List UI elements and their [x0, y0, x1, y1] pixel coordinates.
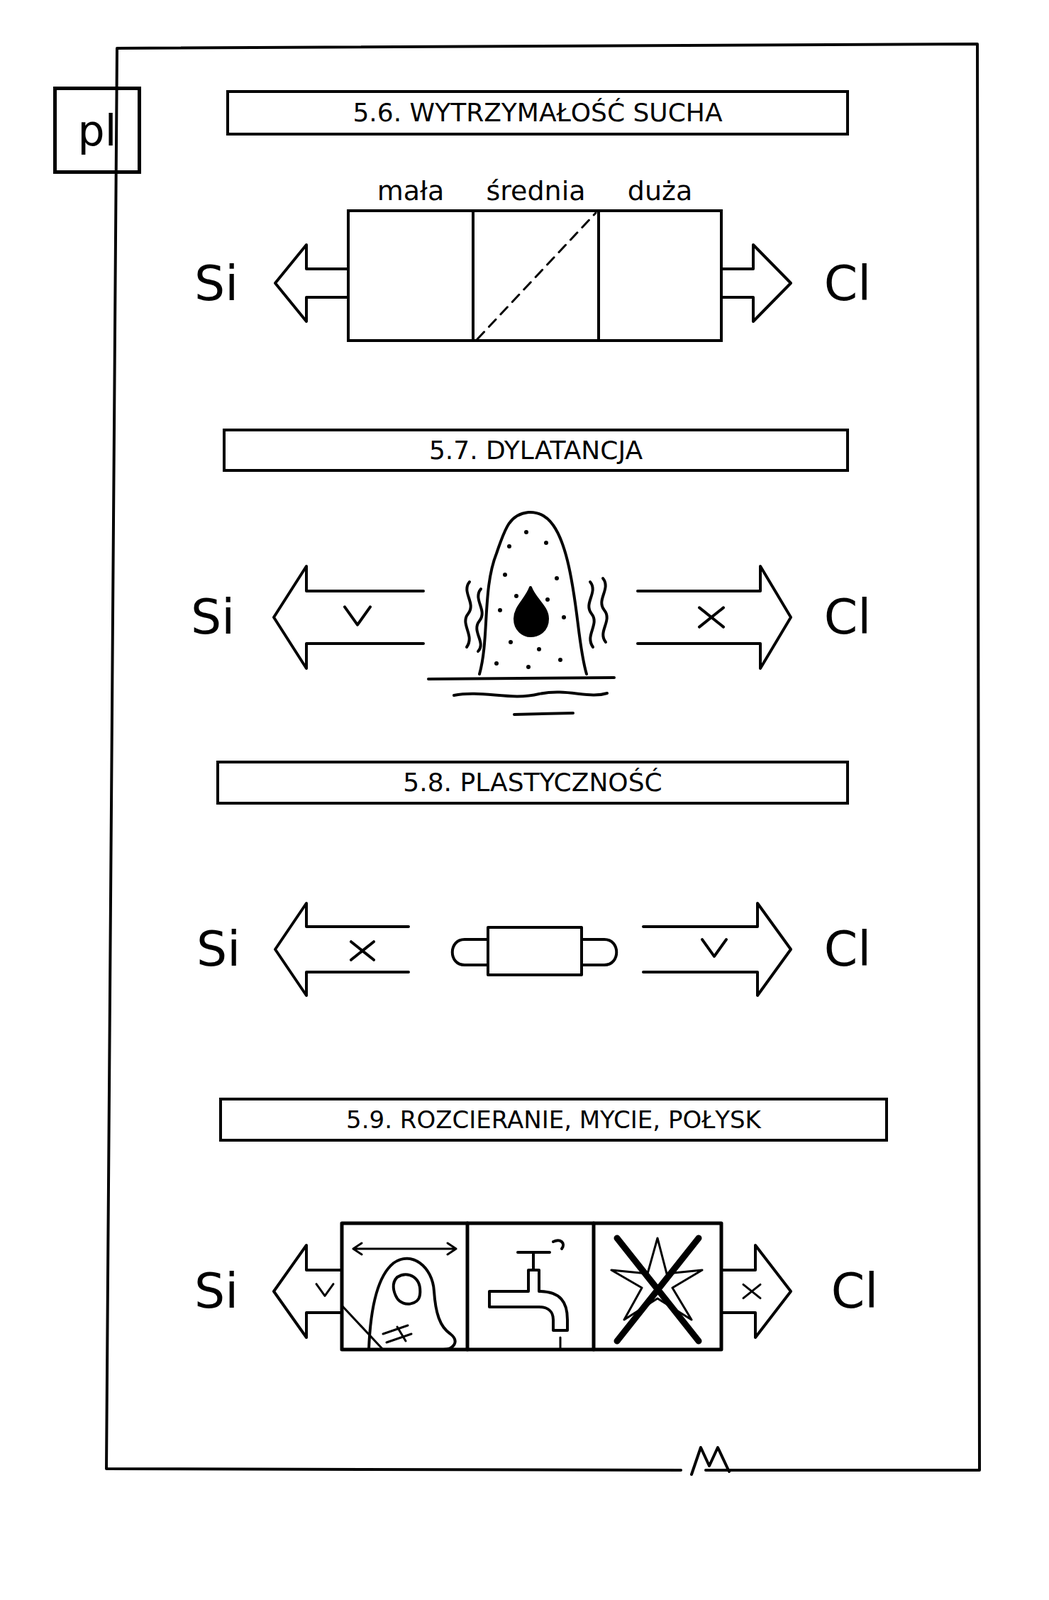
header-text: 5.9. ROZCIERANIE, MYCIE, POŁYSK	[346, 1107, 762, 1132]
scale-heading: średnia	[485, 177, 586, 205]
shake-line	[465, 581, 471, 647]
language-box: pl	[53, 86, 142, 174]
tap-handle	[517, 1251, 550, 1270]
soil-type-label: Si	[194, 1266, 239, 1315]
header-text: 5.8. PLASTYCZNOŚĆ	[402, 769, 662, 796]
soil-grain	[508, 639, 513, 645]
icon-frame	[341, 1222, 722, 1350]
fingernail	[393, 1273, 421, 1304]
soil-type-label: Cl	[824, 259, 871, 308]
soil-grain	[554, 575, 559, 581]
check-mark	[316, 1283, 334, 1296]
strike-cross	[617, 1237, 699, 1341]
shake-line	[476, 588, 482, 652]
soil-sample	[479, 512, 587, 674]
soil-type-label: Cl	[824, 592, 871, 642]
left-arrow	[275, 244, 347, 322]
soil-type-label: Si	[194, 259, 239, 308]
shake-line	[601, 578, 607, 642]
shake-line	[588, 581, 594, 647]
soil-grain	[502, 572, 508, 577]
sheet-border	[106, 43, 980, 1470]
section-header: 5.6. WYTRZYMAŁOŚĆ SUCHA	[226, 90, 849, 136]
soil-type-label: Cl	[831, 1266, 879, 1315]
scale-box: średnia	[471, 209, 601, 342]
soil-grain	[514, 593, 519, 598]
scale-heading: mała	[377, 177, 444, 205]
water-stream	[559, 1336, 562, 1348]
ground-line	[514, 712, 574, 715]
section-header: 5.7. DYLATANCJA	[222, 428, 849, 472]
header-text: 5.7. DYLATANCJA	[429, 437, 643, 464]
soil-grain	[494, 661, 499, 666]
scale-box: duża	[597, 209, 723, 342]
scale-box: mała	[346, 209, 475, 342]
ground-line	[428, 677, 615, 679]
water-tap	[489, 1269, 568, 1330]
right-arrow	[643, 902, 791, 996]
scale-heading: duża	[627, 177, 693, 205]
soil-grain	[545, 597, 550, 602]
left-arrow	[273, 1244, 342, 1337]
thread-end	[581, 939, 617, 965]
rub-arrow	[353, 1242, 457, 1254]
soil-type-label: Si	[196, 924, 241, 974]
soil-grain	[561, 614, 566, 620]
soil-grain	[558, 657, 563, 662]
soil-type-label: Si	[190, 592, 235, 642]
signature-mark	[691, 1446, 730, 1474]
soil-type-label: Cl	[824, 924, 871, 974]
left-arrow	[273, 565, 424, 669]
thread-end	[452, 939, 488, 965]
finger	[368, 1258, 456, 1350]
cross-mark	[351, 941, 374, 960]
ground-line	[453, 692, 608, 697]
soil-grain	[524, 529, 529, 535]
right-arrow	[722, 244, 791, 322]
water-drop	[514, 587, 548, 636]
section-header: 5.8. PLASTYCZNOŚĆ	[216, 760, 849, 805]
icon-divider	[467, 1222, 594, 1350]
header-text: 5.6. WYTRZYMAŁOŚĆ SUCHA	[352, 100, 723, 126]
soil-smear	[383, 1324, 412, 1342]
soil-grain	[526, 664, 531, 669]
hatch-line	[341, 1305, 384, 1350]
left-arrow	[275, 902, 409, 996]
soil-thread	[487, 927, 582, 975]
soil-grain	[544, 540, 549, 545]
right-arrow	[721, 1244, 791, 1337]
header-text: pl	[78, 109, 118, 152]
soil-grain	[497, 607, 503, 613]
section-header: 5.9. ROZCIERANIE, MYCIE, POŁYSK	[219, 1097, 888, 1142]
tap-handle	[553, 1239, 564, 1249]
soil-grain	[536, 646, 542, 652]
right-arrow	[637, 565, 791, 669]
cross-mark	[699, 607, 724, 627]
cross-mark	[743, 1283, 761, 1298]
check-mark	[702, 939, 727, 957]
soil-grain	[507, 544, 512, 549]
dashed-diagonal	[477, 212, 596, 340]
check-mark	[344, 606, 371, 625]
